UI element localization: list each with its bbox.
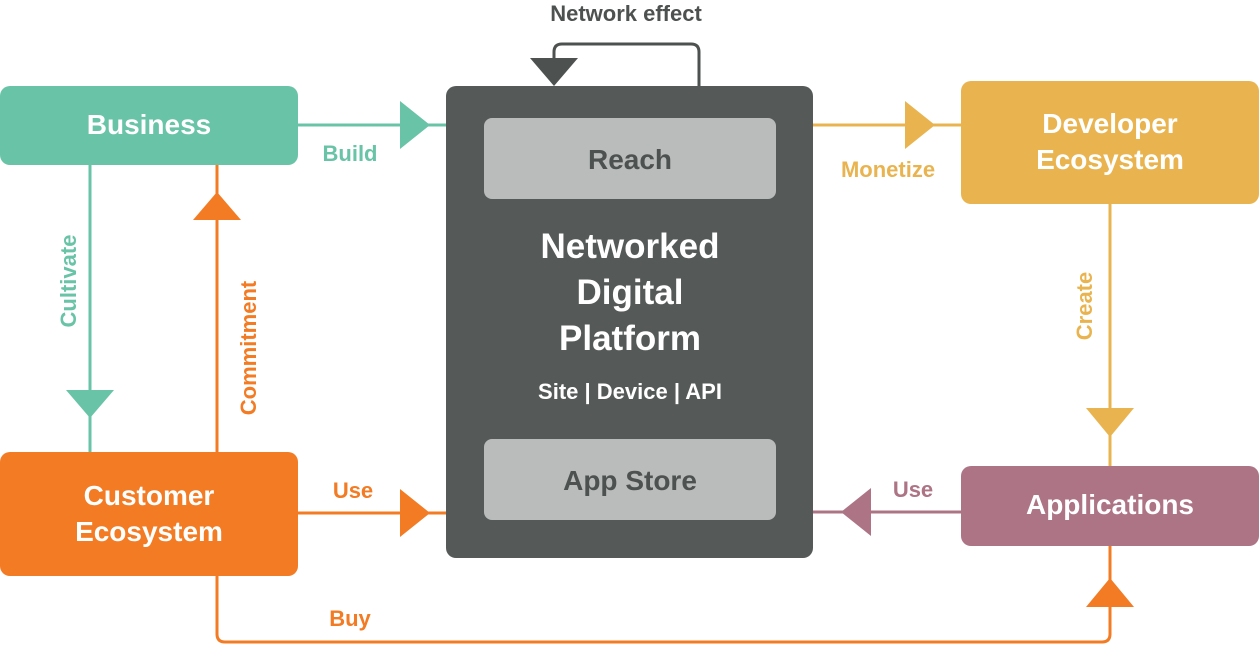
platform-title-line2: Digital	[577, 273, 684, 312]
developer-ecosystem-node: Developer Ecosystem	[961, 81, 1259, 204]
network-effect-label: Network effect	[550, 1, 702, 26]
applications-label: Applications	[1026, 489, 1194, 520]
applications-use-arrowhead	[841, 488, 871, 536]
applications-use-label: Use	[893, 477, 933, 502]
cultivate-label: Cultivate	[56, 235, 81, 328]
platform-subtitle: Site | Device | API	[538, 379, 722, 404]
business-label: Business	[87, 109, 212, 140]
create-label: Create	[1072, 272, 1097, 340]
network-effect-arrowhead	[530, 58, 578, 86]
reach-box: Reach	[484, 118, 776, 199]
customer-use-label: Use	[333, 478, 373, 503]
platform-title-line1: Networked	[541, 227, 720, 266]
business-node: Business	[0, 86, 298, 165]
developer-label-line2: Ecosystem	[1036, 144, 1184, 175]
networked-digital-platform-node: Reach Networked Digital Platform Site | …	[446, 86, 813, 558]
app-store-label: App Store	[563, 465, 697, 496]
customer-label-line1: Customer	[84, 480, 215, 511]
customer-ecosystem-node: Customer Ecosystem	[0, 452, 298, 576]
cultivate-arrowhead	[66, 390, 114, 418]
developer-label-line1: Developer	[1042, 108, 1177, 139]
build-label: Build	[323, 141, 378, 166]
commitment-arrowhead	[193, 192, 241, 220]
customer-use-arrowhead	[400, 489, 430, 537]
applications-node: Applications	[961, 466, 1259, 546]
buy-arrowhead	[1086, 578, 1134, 607]
network-effect-loop	[552, 42, 701, 88]
buy-connector	[215, 546, 1112, 644]
buy-label: Buy	[329, 606, 371, 631]
create-arrowhead	[1086, 408, 1134, 437]
platform-title-line3: Platform	[559, 319, 701, 358]
commitment-label: Commitment	[236, 280, 261, 415]
customer-label-line2: Ecosystem	[75, 516, 223, 547]
reach-label: Reach	[588, 144, 672, 175]
app-store-box: App Store	[484, 439, 776, 520]
build-arrowhead	[400, 101, 430, 149]
monetize-arrowhead	[905, 101, 935, 149]
monetize-label: Monetize	[841, 157, 935, 182]
